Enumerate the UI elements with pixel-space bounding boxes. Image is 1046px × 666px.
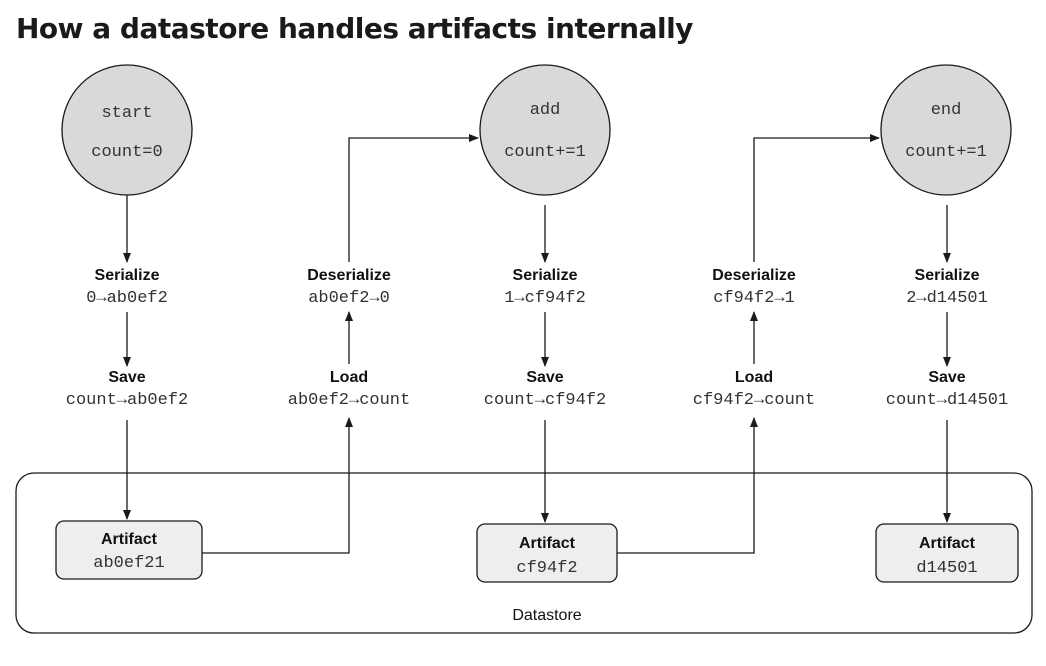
step-op: count=0	[91, 143, 162, 162]
load-label: Load	[330, 369, 368, 386]
save-label: Save	[928, 369, 965, 386]
arrow-deserialize-to-add	[348, 134, 479, 262]
artifact-label: Artifact	[919, 535, 976, 552]
artifact-box: Artifact d14501	[875, 523, 1019, 583]
save-value: count→d14501	[886, 391, 1008, 410]
step-node-start: start count=0	[61, 64, 193, 196]
serialize-label: Serialize	[513, 267, 578, 284]
datastore-label: Datastore	[512, 607, 581, 624]
step-node-end: end count+=1	[880, 64, 1012, 196]
artifact-label: Artifact	[101, 531, 158, 548]
artifact-id: cf94f2	[516, 559, 577, 578]
deserialize-value: cf94f2→1	[713, 289, 795, 308]
artifact-box: Artifact cf94f2	[476, 523, 618, 583]
save-label: Save	[526, 369, 563, 386]
load-label: Load	[735, 369, 773, 386]
arrow-artifact-to-load	[617, 417, 758, 554]
artifact-box: Artifact ab0ef21	[55, 520, 203, 580]
step-name: start	[101, 104, 152, 123]
serialize-value: 2→d14501	[906, 289, 988, 308]
load-value: cf94f2→count	[693, 391, 815, 410]
step-node-add: add count+=1	[479, 64, 611, 196]
arrow-artifact-to-load	[202, 417, 353, 554]
serialize-label: Serialize	[95, 267, 160, 284]
deserialize-label: Deserialize	[307, 267, 391, 284]
serialize-value: 0→ab0ef2	[86, 289, 168, 308]
save-value: count→ab0ef2	[66, 391, 188, 410]
artifact-label: Artifact	[519, 535, 576, 552]
save-value: count→cf94f2	[484, 391, 606, 410]
page-title: How a datastore handles artifacts intern…	[16, 12, 693, 45]
serialize-value: 1→cf94f2	[504, 289, 586, 308]
artifact-id: ab0ef21	[93, 554, 164, 573]
step-name: add	[530, 101, 561, 120]
load-value: ab0ef2→count	[288, 391, 410, 410]
arrow-deserialize-to-end	[753, 134, 880, 262]
step-op: count+=1	[905, 143, 987, 162]
deserialize-value: ab0ef2→0	[308, 289, 390, 308]
save-label: Save	[108, 369, 145, 386]
serialize-label: Serialize	[915, 267, 980, 284]
artifact-id: d14501	[916, 559, 977, 578]
step-name: end	[931, 101, 962, 120]
step-op: count+=1	[504, 143, 586, 162]
deserialize-label: Deserialize	[712, 267, 796, 284]
datastore-container	[15, 472, 1033, 634]
